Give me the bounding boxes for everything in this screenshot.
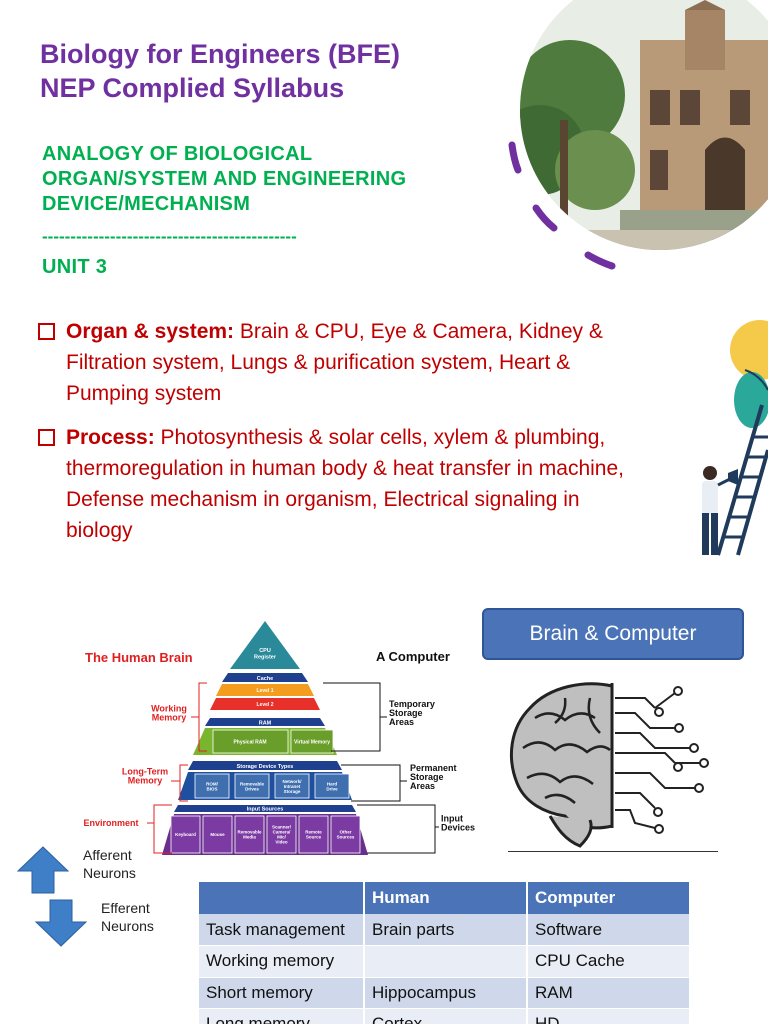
illustration-divider	[508, 851, 718, 852]
topic-line-1: ANALOGY OF BIOLOGICAL	[42, 143, 313, 165]
table-row: Long memory Cortex HD	[199, 1008, 691, 1024]
storage-types-label: Storage Device Types	[237, 764, 294, 770]
input-source-label: Scanner/Camera/Mic/Video	[272, 825, 292, 845]
comparison-table: Human Computer Task management Brain par…	[199, 882, 691, 1024]
input-source-box	[202, 815, 233, 854]
table-row: Working memory CPU Cache	[199, 945, 691, 978]
ladder-illustration	[702, 320, 768, 556]
pyramid-right-title: A Computer	[376, 649, 450, 664]
divider-dashes: ----------------------------------------…	[42, 227, 297, 246]
level2-label: Level 2	[257, 702, 274, 708]
checkbox-bullet-icon	[38, 323, 55, 340]
bullet-label: Organ & system:	[66, 320, 235, 343]
topic-line-2: ORGAN/SYSTEM AND ENGINEERING	[42, 168, 407, 190]
brain-circuit-illustration	[509, 682, 709, 848]
tier-storage-header	[188, 761, 342, 770]
table-header	[199, 882, 365, 914]
table-row: Short memory Hippocampus RAM	[199, 977, 691, 1009]
level1-label: Level 1	[257, 688, 274, 694]
table-header: Human	[364, 882, 528, 914]
storage-device-box	[194, 773, 230, 799]
tier-input-header	[174, 805, 356, 812]
afferent-label: Afferent Neurons	[83, 847, 136, 881]
virtual-memory-label: Virtual Memory	[294, 740, 330, 746]
input-source-box	[170, 815, 201, 854]
table-header-row: Human Computer	[199, 882, 691, 914]
storage-device-box	[274, 773, 310, 799]
table-cell: Working memory	[199, 945, 365, 978]
pyramid-left-title: The Human Brain	[85, 650, 193, 665]
table-row: Task management Brain parts Software	[199, 914, 691, 946]
building-illustration	[508, 0, 768, 270]
ram-label: RAM	[259, 721, 272, 727]
table-cell: Cortex	[364, 1008, 528, 1024]
arrow-up-icon	[16, 846, 70, 894]
storage-device-label: ROM/BIOS	[206, 782, 218, 792]
slide-subtitle: NEP Complied Syllabus	[40, 73, 345, 103]
bullet-process: Process: Photosynthesis & solar cells, x…	[38, 422, 648, 546]
table-header: Computer	[527, 882, 691, 914]
table-cell: RAM	[527, 977, 691, 1009]
storage-device-box	[234, 773, 270, 799]
input-source-label: Mouse	[210, 832, 225, 837]
table-cell: Software	[527, 914, 691, 946]
brain-computer-button[interactable]: Brain & Computer	[482, 608, 744, 660]
tier-ram-header	[205, 718, 325, 726]
table-cell: Short memory	[199, 977, 365, 1009]
table-cell	[364, 945, 528, 978]
table-cell: CPU Cache	[527, 945, 691, 978]
input-source-box	[330, 815, 361, 854]
bullet-label: Process:	[66, 426, 155, 449]
input-source-box	[234, 815, 265, 854]
table-cell: Task management	[199, 914, 365, 946]
topic-line-3: DEVICE/MECHANISM	[42, 193, 251, 215]
slide-title: Biology for Engineers (BFE)	[40, 39, 401, 69]
unit-label: UNIT 3	[42, 256, 108, 278]
storage-device-box	[314, 773, 350, 799]
tier-level2	[210, 698, 320, 710]
tier-cpu-register	[230, 621, 300, 669]
tier-level1	[216, 684, 314, 696]
input-sources-label: Input Sources	[247, 807, 284, 813]
checkbox-bullet-icon	[38, 429, 55, 446]
input-source-box	[298, 815, 329, 854]
input-source-box	[266, 815, 297, 854]
table-cell: Long memory	[199, 1008, 365, 1024]
tier-cache-header	[222, 673, 308, 682]
efferent-label: Efferent Neurons	[101, 900, 154, 934]
bullet-organ-system: Organ & system: Brain & CPU, Eye & Camer…	[38, 316, 648, 409]
physical-ram-label: Physical RAM	[233, 740, 266, 746]
memory-pyramid-diagram: The Human Brain A Computer ROM/BIOS Remov…	[83, 621, 475, 855]
table-cell: HD	[527, 1008, 691, 1024]
cache-label: Cache	[257, 676, 274, 682]
arrow-down-icon	[34, 899, 88, 947]
bullet-text: Photosynthesis & solar cells, xylem & pl…	[66, 426, 624, 542]
table-cell: Hippocampus	[364, 977, 528, 1009]
bullet-text: Brain & CPU, Eye & Camera, Kidney & Filt…	[66, 320, 603, 405]
table-cell: Brain parts	[364, 914, 528, 946]
input-source-label: Keyboard	[175, 832, 196, 837]
environment-label: Environment	[83, 818, 138, 828]
